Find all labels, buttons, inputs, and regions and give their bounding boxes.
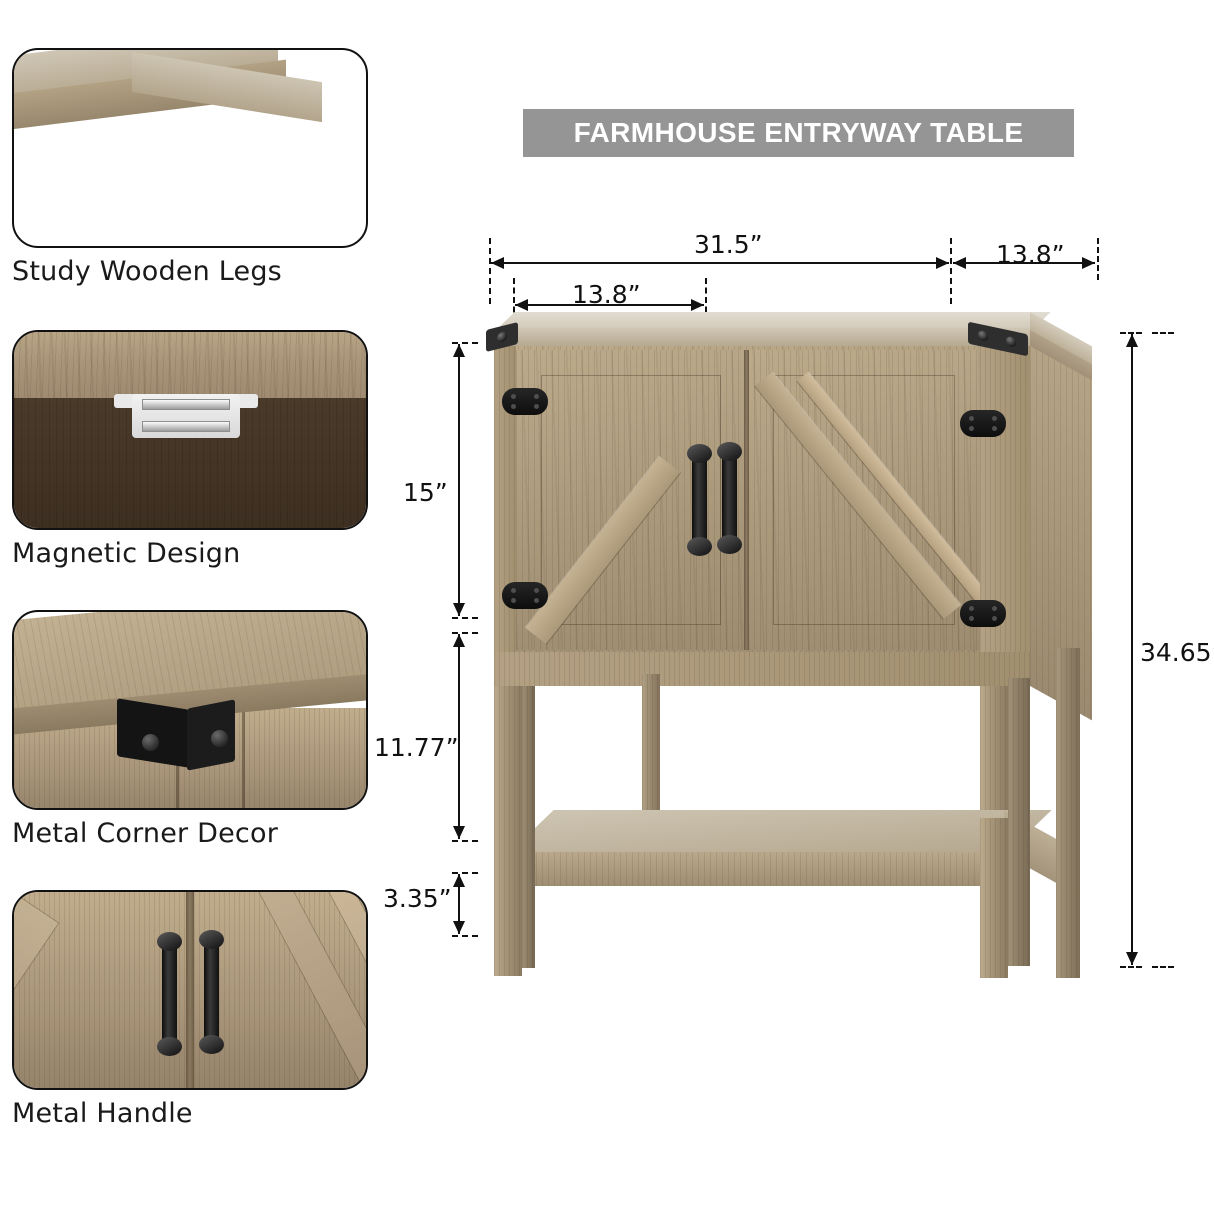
barn-door-right[interactable] <box>748 350 980 650</box>
dim-label-cabinet-height: 15” <box>403 478 448 507</box>
tabletop-front-edge <box>494 328 1030 348</box>
dim-label-open-shelf: 11.77” <box>374 733 459 762</box>
leg-back-left <box>642 674 660 854</box>
dim-label-width: 31.5” <box>694 230 763 259</box>
dim-label-leg-height: 3.35” <box>383 884 452 913</box>
product-illustration <box>470 310 1130 1010</box>
cabinet-underside-wood <box>14 332 366 400</box>
dim-tick-left-top <box>489 238 491 304</box>
metal-handle-photo <box>12 890 368 1090</box>
leg-front-side-detail <box>138 74 154 238</box>
feature-label-metal-handle: Metal Handle <box>12 1098 193 1129</box>
leg-front-right-overlay <box>980 818 1008 978</box>
dim-tick-total-bottom-b <box>1152 966 1174 968</box>
magnet-strip-lower <box>142 421 230 432</box>
magnet-mount-tab-right <box>234 394 258 408</box>
door-brace-left <box>14 892 59 1088</box>
feature-label-wooden-legs: Study Wooden Legs <box>12 256 282 287</box>
dim-tick-h-shelf-bottom <box>452 840 478 842</box>
dim-arrow-total-height <box>1126 334 1138 965</box>
leg-back-detail <box>226 84 254 186</box>
metal-corner-bracket-photo <box>12 610 368 810</box>
cabinet-stile-right <box>980 346 1030 686</box>
bracket-screw-left <box>142 734 159 751</box>
dim-tick-depth-left-b <box>705 278 707 322</box>
page-title-banner: FARMHOUSE ENTRYWAY TABLE <box>523 109 1074 157</box>
door-handle-right-icon[interactable] <box>717 442 742 554</box>
feature-card-wooden-legs: Study Wooden Legs <box>12 48 368 287</box>
handle-right-icon <box>199 930 224 1054</box>
bracket-screw-right <box>211 730 228 747</box>
dim-tick-right-top <box>1097 238 1099 280</box>
dim-arrow-leg-height <box>453 874 465 934</box>
door-handle-left-icon[interactable] <box>687 444 712 556</box>
bottom-shelf-surface <box>506 810 1052 856</box>
hinge-right-lower-icon <box>960 600 1006 627</box>
magnetic-catch-photo <box>12 330 368 530</box>
dim-label-depth-right: 13.8” <box>996 240 1065 269</box>
hinge-right-upper-icon <box>960 410 1006 437</box>
dim-label-total-height: 34.65” <box>1140 638 1214 667</box>
dim-arrow-cabinet-height <box>453 344 465 616</box>
leg-front-left-side-overlay <box>522 810 535 968</box>
dim-arrow-depth-right <box>953 257 1095 269</box>
feature-card-metal-handle: Metal Handle <box>12 890 368 1129</box>
door-center-gap <box>186 892 194 1088</box>
dim-tick-h-shelf-top <box>452 632 478 634</box>
magnet-strip-upper <box>142 399 230 410</box>
magnetic-catch-body <box>132 394 240 438</box>
dim-tick-total-top-b <box>1152 332 1174 334</box>
dim-tick-h-leg-top <box>452 872 478 874</box>
door-seam-right <box>242 708 245 808</box>
dim-arrow-width <box>491 257 949 269</box>
leg-back-right-overlay <box>1056 830 1080 978</box>
hinge-left-upper-icon <box>502 388 548 415</box>
dim-arrow-open-shelf <box>453 634 465 839</box>
dim-tick-total-top-a <box>1120 332 1142 334</box>
wooden-legs-photo <box>12 48 368 248</box>
barn-door-left-detail <box>14 892 187 1088</box>
dim-tick-total-bottom-a <box>1120 966 1142 968</box>
door-center-seam <box>744 350 749 650</box>
leg-back-side-detail <box>254 80 267 180</box>
leg-front-detail <box>100 78 138 246</box>
page-title: FARMHOUSE ENTRYWAY TABLE <box>573 117 1024 148</box>
feature-card-magnetic-design: Magnetic Design <box>12 330 368 569</box>
barn-door-left[interactable] <box>516 350 746 650</box>
barn-door-right-detail <box>193 892 366 1088</box>
dim-arrow-depth-left <box>515 299 704 311</box>
bottom-shelf-front-edge <box>506 852 1004 886</box>
handle-left-icon <box>157 932 182 1056</box>
dim-label-depth-left: 13.8” <box>572 280 641 309</box>
hinge-left-lower-icon <box>502 582 548 609</box>
dim-tick-mid-top <box>950 238 952 304</box>
dim-tick-h-leg-bottom <box>452 935 478 937</box>
feature-label-metal-corner: Metal Corner Decor <box>12 818 278 849</box>
corner-bracket-face-left <box>117 698 189 768</box>
feature-card-metal-corner: Metal Corner Decor <box>12 610 368 849</box>
feature-label-magnetic-design: Magnetic Design <box>12 538 241 569</box>
cabinet-bottom-rail <box>494 652 1030 686</box>
leg-front-right-side-overlay <box>1008 810 1030 966</box>
dim-tick-depth-left-a <box>513 278 515 322</box>
dim-tick-h-cab-bottom <box>452 617 478 619</box>
dim-tick-h-cab-top <box>452 342 478 344</box>
leg-front-left-overlay <box>494 810 522 976</box>
